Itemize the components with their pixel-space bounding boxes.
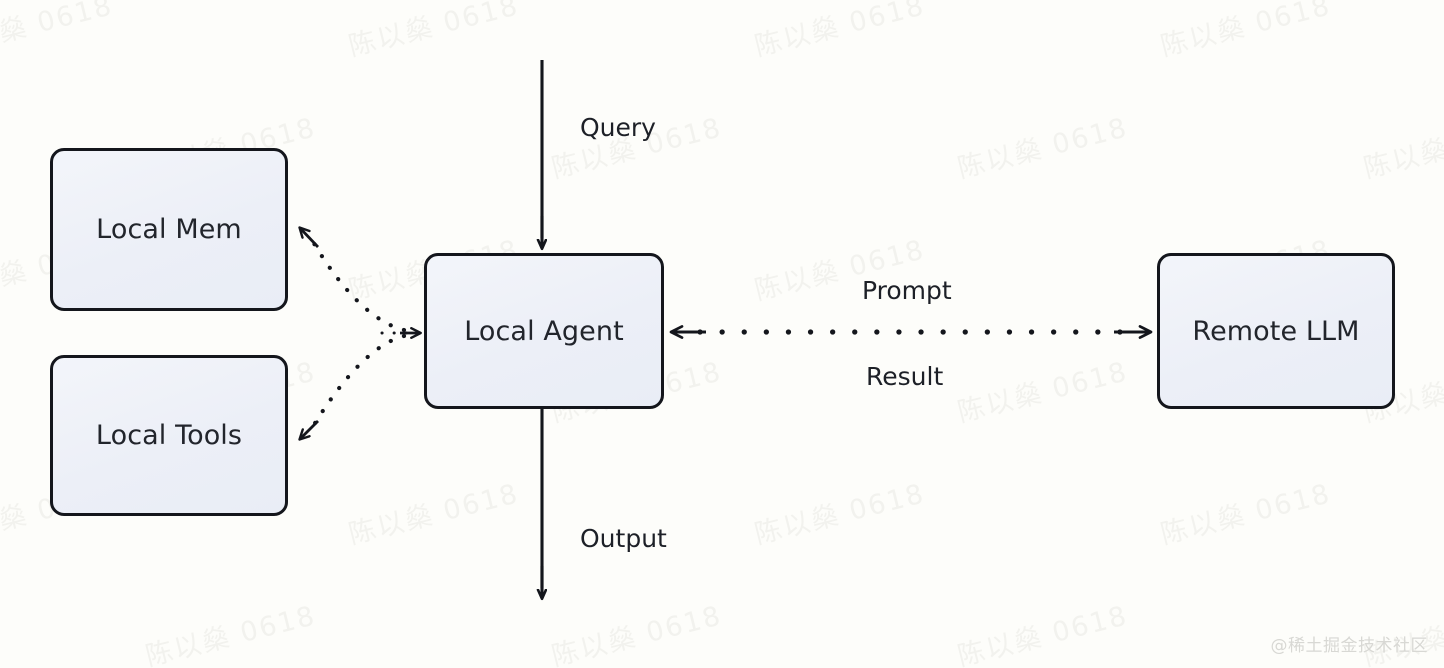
node-remote-llm[interactable]: Remote LLM (1157, 253, 1395, 409)
node-local-mem-label: Local Mem (96, 214, 242, 245)
node-local-agent-label: Local Agent (464, 315, 624, 347)
node-local-agent[interactable]: Local Agent (424, 253, 664, 409)
edge-label-prompt: Prompt (862, 276, 952, 305)
edge-label-output: Output (580, 524, 667, 553)
edge-label-query: Query (580, 113, 656, 142)
edge-label-result: Result (866, 362, 944, 391)
edge-local-mem-link (298, 226, 407, 333)
node-local-tools[interactable]: Local Tools (50, 355, 288, 516)
node-local-tools-label: Local Tools (95, 420, 243, 451)
node-local-mem[interactable]: Local Mem (50, 148, 288, 311)
footer-watermark-credit: @稀土掘金技术社区 (1270, 636, 1428, 656)
node-remote-llm-label: Remote LLM (1192, 315, 1360, 347)
edge-local-tools-link (298, 333, 407, 441)
